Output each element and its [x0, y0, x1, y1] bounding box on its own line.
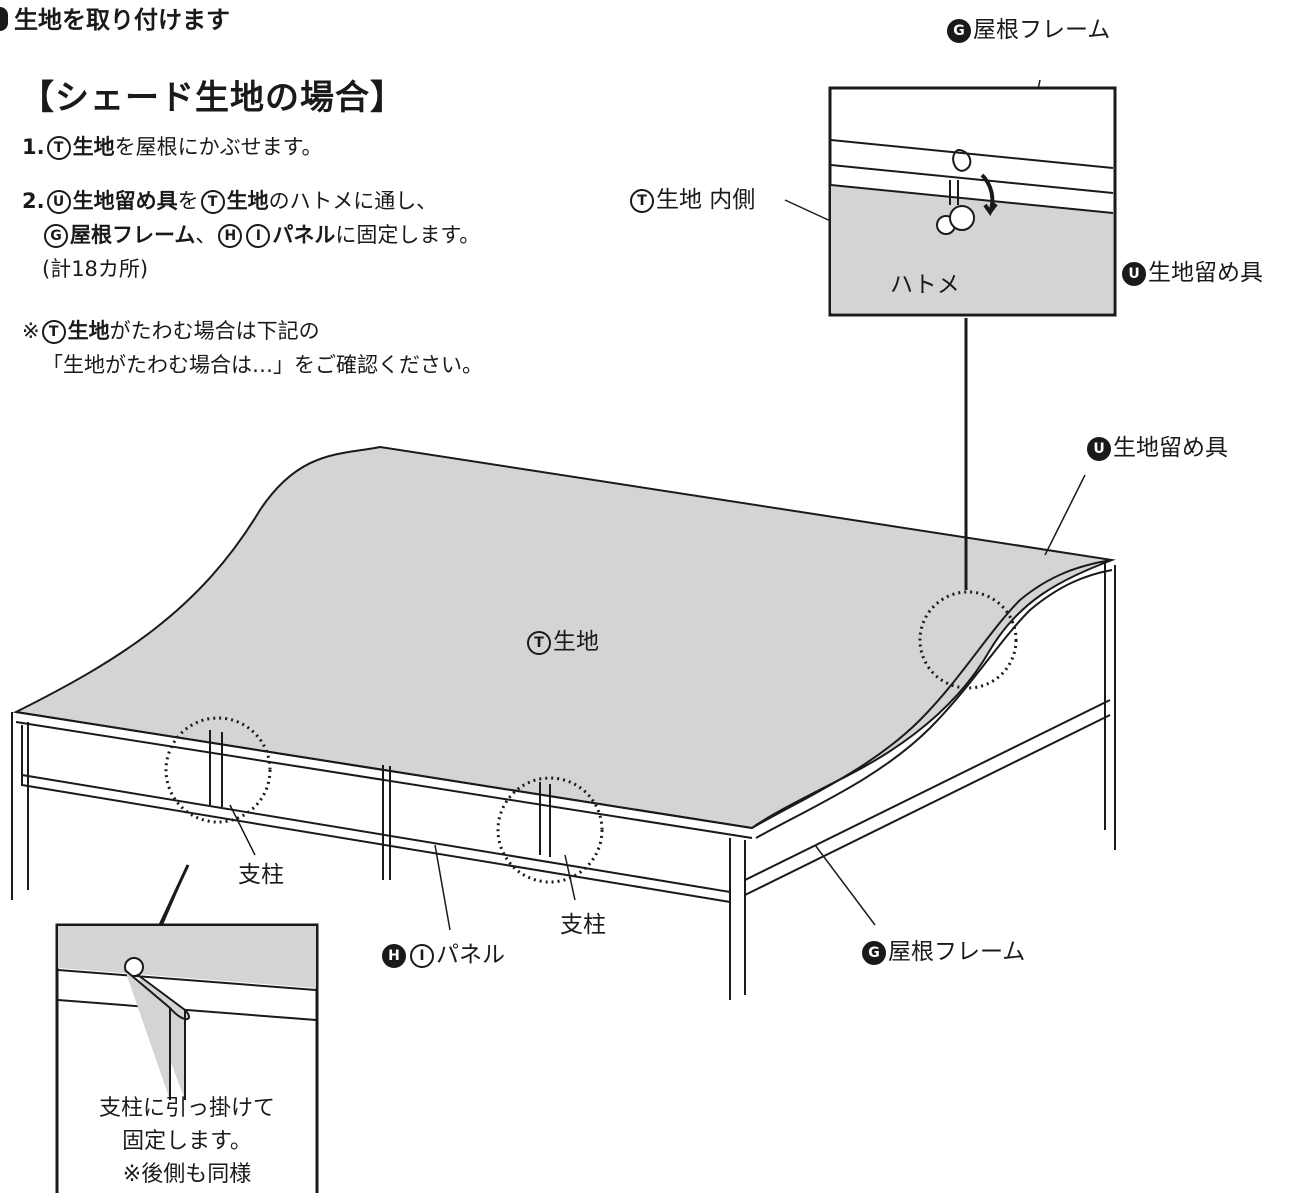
detail-bottom-fabric: [58, 926, 316, 988]
detail-top-fabric-edge: [830, 184, 1114, 214]
detail-connector: [158, 318, 968, 926]
callout-circle-right: [496, 776, 604, 884]
fastener-hook-detail: [949, 148, 972, 205]
step-number-icon: [0, 7, 8, 31]
hook-strap-detail: [124, 969, 190, 1100]
label-grommet: ハトメ: [890, 272, 960, 298]
detail-note-line: 支柱に引っ掛けて: [98, 1096, 275, 1121]
detail-note-line: ※後側も同様: [122, 1162, 252, 1187]
section-heading: 生地を取り付けます: [0, 0, 230, 35]
detail-top-frame: [830, 139, 1114, 194]
arrow-down-icon: [980, 173, 998, 217]
subheading: 【シェード生地の場合】: [20, 78, 405, 118]
support-struts: [209, 730, 551, 857]
detail-bottom-frame: [57, 969, 317, 1021]
side-brace: [744, 699, 1111, 896]
callout-circle-left: [164, 716, 272, 824]
label-post-right: 支柱: [560, 912, 606, 938]
detail-note-line: 固定します。: [122, 1129, 252, 1154]
detail-top-fabric: [831, 185, 1113, 313]
fastener-knob-detail: [949, 205, 975, 231]
step-2-count: (計18カ所): [42, 257, 149, 281]
note-line2: 「生地がたわむ場合は…」をご確認ください。: [42, 353, 483, 377]
right-roof-frame: [751, 559, 1113, 839]
grommet-detail-bottom: [124, 957, 144, 977]
label-post-left: 支柱: [238, 862, 284, 888]
detail-note: 支柱に引っ掛けて 固定します。 ※後側も同様: [60, 1092, 314, 1191]
posts: [11, 562, 1116, 1000]
callout-circle-frame: [918, 590, 1018, 690]
